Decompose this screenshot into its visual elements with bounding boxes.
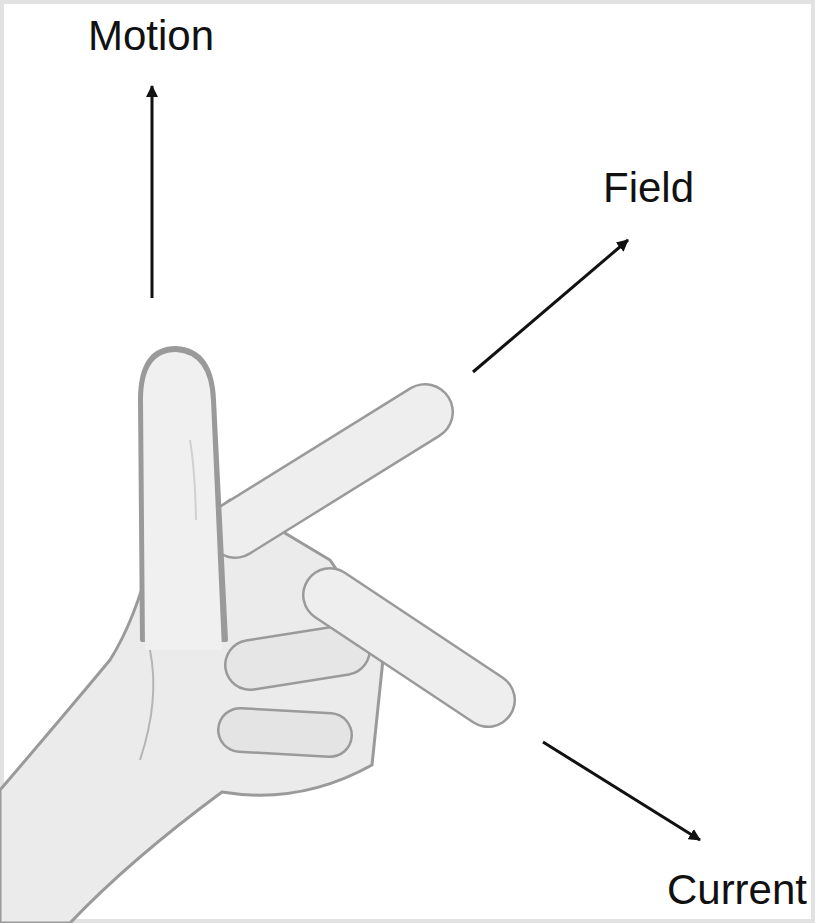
axis-label: Current [667, 866, 807, 914]
axis-label: Motion [88, 12, 214, 60]
ring-finger-outline [250, 650, 345, 665]
middle-finger [330, 595, 488, 700]
index-finger [235, 412, 425, 530]
field-arrow [473, 240, 628, 372]
index-finger-outline [235, 412, 425, 530]
ring-finger [250, 650, 345, 665]
axis-label: Field [603, 164, 694, 212]
thumb [143, 352, 222, 650]
little-finger-outline [240, 730, 330, 735]
motion-arrow [151, 86, 154, 298]
crease [140, 650, 153, 760]
middle-finger-outline [330, 595, 488, 700]
little-finger [240, 730, 330, 735]
current-arrow [543, 742, 700, 840]
crease [190, 440, 196, 520]
